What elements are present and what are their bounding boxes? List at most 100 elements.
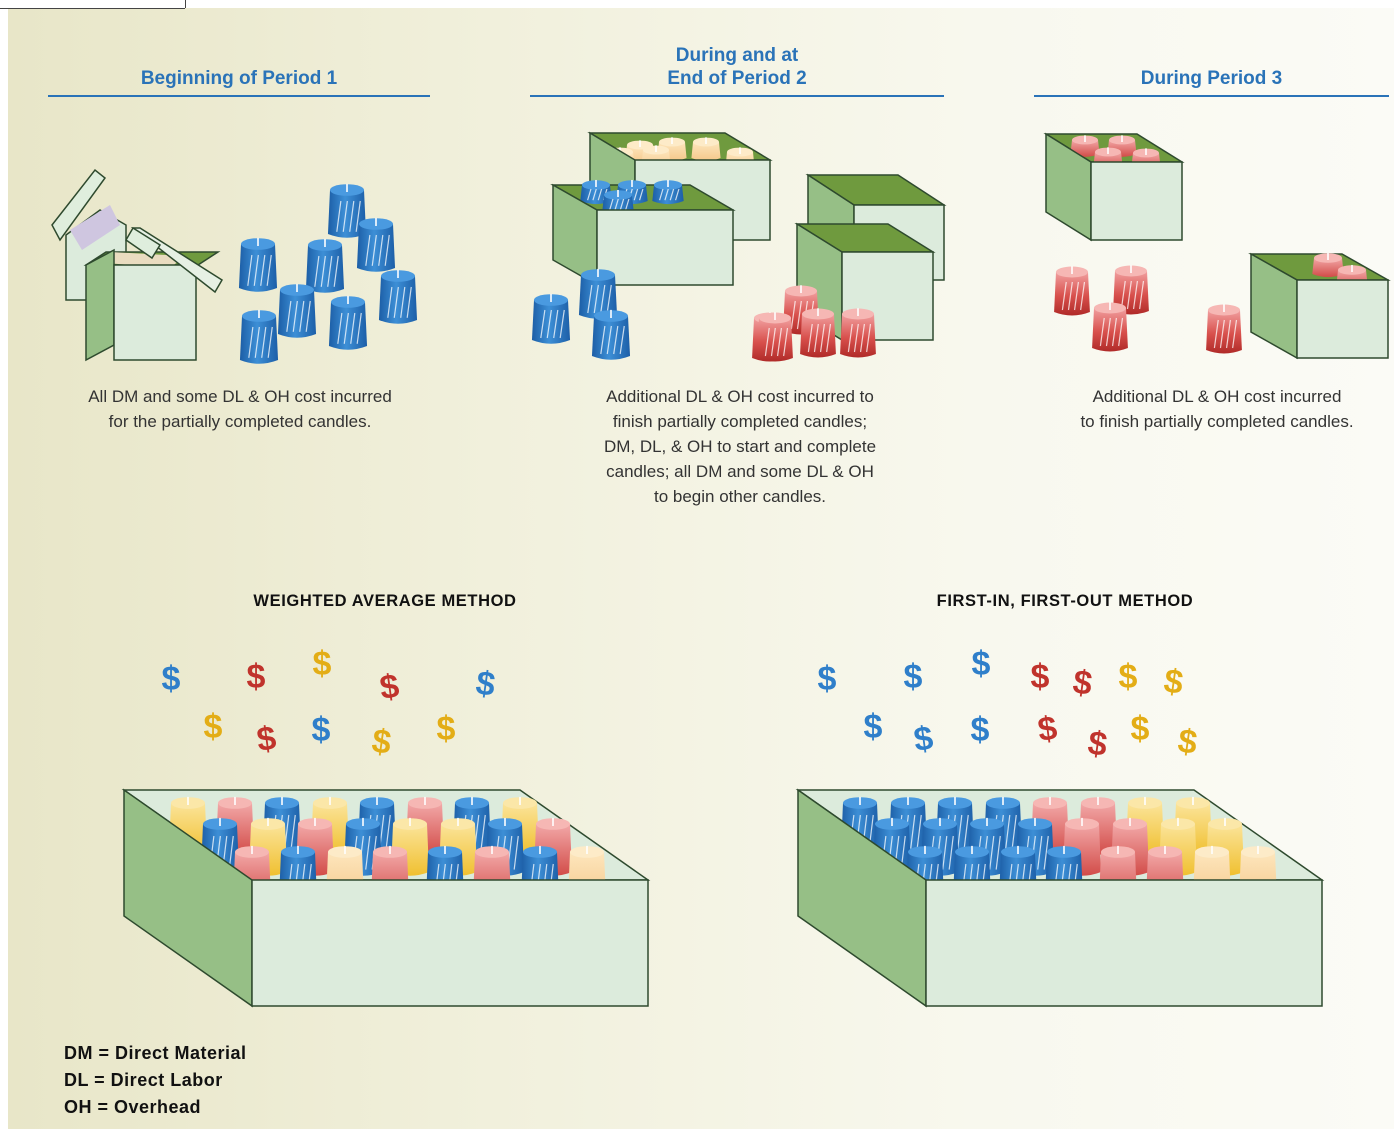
candle-groove bbox=[299, 300, 305, 332]
dollar-sign: $ bbox=[972, 645, 991, 683]
candle-groove bbox=[606, 284, 612, 314]
candle-groove bbox=[400, 286, 406, 318]
dollar-sign: $ bbox=[474, 664, 498, 704]
dollar-sign: $ bbox=[247, 658, 266, 696]
candle-groove bbox=[916, 814, 922, 849]
candle-groove bbox=[587, 188, 592, 201]
candle-groove bbox=[292, 300, 298, 332]
candle-groove bbox=[910, 814, 916, 849]
candle-groove bbox=[963, 814, 969, 849]
candle-body bbox=[1206, 310, 1242, 354]
period-2-rule bbox=[530, 95, 944, 97]
candle-groove bbox=[1111, 317, 1117, 347]
fifo-title: FIRST-IN, FIRST-OUT METHOD bbox=[936, 592, 1194, 610]
candle-groove bbox=[559, 309, 565, 339]
box-front bbox=[251, 879, 649, 1007]
period-1-caption: All DM and some DL & OH cost incurred fo… bbox=[40, 384, 440, 434]
blue-candle bbox=[356, 217, 396, 272]
candle-groove bbox=[253, 254, 259, 286]
candle-groove bbox=[614, 198, 619, 211]
candle-body bbox=[1054, 272, 1090, 316]
box-side bbox=[85, 248, 115, 362]
candle-groove bbox=[853, 323, 859, 353]
candle-body bbox=[378, 276, 418, 324]
candle-groove bbox=[619, 198, 625, 211]
candle-body bbox=[238, 244, 278, 292]
candle-groove bbox=[859, 323, 865, 353]
candle-groove bbox=[1037, 835, 1043, 870]
period-1-caption-line: All DM and some DL & OH cost incurred bbox=[88, 387, 392, 406]
candle-groove bbox=[619, 325, 625, 355]
candle-groove bbox=[600, 325, 606, 355]
candle-groove bbox=[1126, 280, 1132, 310]
box-lid bbox=[51, 168, 107, 242]
dollar-sign: $ bbox=[162, 660, 181, 698]
dollar-sign: $ bbox=[1119, 658, 1138, 696]
dollar-sign: $ bbox=[971, 711, 990, 749]
period-3-illustration bbox=[1043, 132, 1391, 360]
candle-groove bbox=[669, 188, 675, 201]
dollar-sign: $ bbox=[864, 708, 883, 746]
candle-body bbox=[840, 314, 876, 358]
candle-groove bbox=[633, 188, 639, 201]
candle-groove bbox=[1061, 281, 1067, 311]
period-1-rule bbox=[48, 95, 430, 97]
candle-body bbox=[531, 300, 571, 344]
candle-groove bbox=[387, 286, 393, 318]
candle-groove bbox=[613, 325, 619, 355]
period-2-caption-line: Additional DL & OH cost incurred to bbox=[606, 387, 874, 406]
candle-groove bbox=[826, 323, 832, 353]
candle-groove bbox=[587, 284, 593, 314]
candle-body bbox=[757, 318, 793, 362]
red-candle bbox=[840, 308, 876, 358]
candle-groove bbox=[597, 188, 603, 201]
red-candle bbox=[1054, 266, 1090, 316]
candle-groove bbox=[659, 188, 664, 201]
period-3-caption: Additional DL & OH cost incurred to fini… bbox=[1040, 384, 1394, 434]
box-front bbox=[113, 264, 197, 361]
candle-groove bbox=[342, 200, 348, 232]
candle-body bbox=[305, 245, 345, 293]
candle-groove bbox=[378, 234, 384, 266]
period-2-title-line-2: End of Period 2 bbox=[667, 68, 807, 89]
candle-groove bbox=[866, 323, 872, 353]
candle-body bbox=[591, 316, 631, 360]
period-3-title: During Period 3 bbox=[1140, 68, 1283, 89]
candle-groove bbox=[783, 327, 789, 357]
dollar-sign: $ bbox=[904, 658, 923, 696]
period-2-illustration bbox=[531, 131, 947, 362]
blue-candle bbox=[239, 309, 279, 364]
candle-groove bbox=[355, 200, 361, 232]
dollar-sign: $ bbox=[1176, 722, 1200, 762]
red-candle bbox=[1206, 304, 1242, 354]
crop-mark-horizontal bbox=[0, 8, 185, 9]
dollar-sign: $ bbox=[204, 708, 223, 746]
weighted-average-dollars: $$$$$$$$$$ bbox=[162, 645, 498, 762]
red-candle bbox=[1092, 302, 1128, 352]
box-front bbox=[1090, 161, 1183, 241]
fifo-illustration bbox=[795, 788, 1325, 1008]
candle-groove bbox=[1120, 280, 1126, 310]
candle-groove bbox=[343, 312, 349, 344]
candle-groove bbox=[1139, 280, 1145, 310]
period-2-caption-line: DM, DL, & OH to start and complete bbox=[603, 437, 877, 456]
candle-groove bbox=[1213, 319, 1219, 349]
candle-body bbox=[328, 302, 368, 350]
candle-groove bbox=[770, 327, 776, 357]
candle-groove bbox=[290, 814, 296, 849]
reds-candle bbox=[1070, 135, 1100, 157]
candle-groove bbox=[314, 255, 320, 287]
candle-groove bbox=[406, 286, 412, 318]
candle-body bbox=[1312, 258, 1344, 278]
dollar-sign: $ bbox=[818, 660, 837, 698]
blue-candle bbox=[277, 283, 317, 338]
candle-groove bbox=[1067, 281, 1073, 311]
period-2-title: During and at End of Period 2 bbox=[530, 44, 944, 90]
candle-groove bbox=[371, 234, 377, 266]
candle-groove bbox=[385, 814, 391, 849]
dollar-sign: $ bbox=[1071, 663, 1095, 703]
blue-candle bbox=[591, 309, 631, 360]
period-2-caption-line: finish partially completed candles; bbox=[612, 412, 868, 431]
candle-groove bbox=[1118, 317, 1124, 347]
candle-groove bbox=[247, 254, 253, 286]
